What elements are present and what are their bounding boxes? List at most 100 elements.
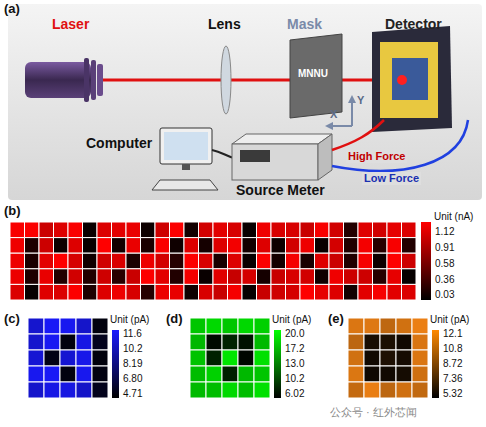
- heatmap-cell: [254, 318, 270, 334]
- heatmap-cell: [39, 238, 54, 254]
- heatmap-cell: [190, 350, 206, 366]
- tick-label: 0.03: [435, 289, 454, 301]
- heatmap-cell: [329, 238, 344, 254]
- heatmap-cell: [380, 318, 396, 334]
- heatmap-cell: [97, 238, 112, 254]
- heatmaps: [10, 222, 428, 398]
- laser-ring: [97, 64, 103, 96]
- heatmap-cell: [222, 366, 238, 382]
- heatmap-cell: [344, 253, 359, 269]
- tick-label: 7.36: [443, 373, 462, 385]
- heatmap-cell: [68, 222, 83, 238]
- heatmap-cell: [10, 238, 25, 254]
- tick-label: 0.36: [435, 274, 454, 286]
- heatmap-cell: [329, 222, 344, 238]
- heatmap-cell: [257, 269, 272, 285]
- tick-label: 1.12: [435, 226, 454, 238]
- heatmap-cell: [402, 222, 417, 238]
- heatmap-cell: [112, 253, 127, 269]
- heatmap-cell: [228, 269, 243, 285]
- heatmap-cell: [238, 366, 254, 382]
- heatmap-cell: [126, 238, 141, 254]
- colorbar: [421, 222, 431, 300]
- heatmap-cell: [68, 269, 83, 285]
- tick-label: 6.02: [285, 388, 304, 400]
- meter-top: [232, 134, 332, 144]
- heatmap-cell: [286, 253, 301, 269]
- heatmap-cell: [44, 334, 60, 350]
- heatmap-cell: [315, 269, 330, 285]
- heatmap-cell: [242, 238, 257, 254]
- heatmap-cell: [300, 284, 315, 300]
- heatmap-cell: [238, 382, 254, 398]
- heatmap-cell: [92, 382, 108, 398]
- arrow-head: [325, 122, 333, 130]
- heatmap-cell: [28, 382, 44, 398]
- heatmap-cell: [155, 238, 170, 254]
- heatmap-cell: [364, 350, 380, 366]
- heatmap-cell: [358, 269, 373, 285]
- heatmap-cell: [206, 382, 222, 398]
- laser-beam: [103, 79, 392, 82]
- heatmap-cell: [199, 222, 214, 238]
- heatmap-cell: [222, 318, 238, 334]
- heatmap-cell: [348, 350, 364, 366]
- heatmap-cell: [39, 269, 54, 285]
- panel-letter: (d): [166, 312, 183, 327]
- heatmap-cell: [83, 284, 98, 300]
- heatmap-cell: [213, 222, 228, 238]
- heatmap-cell: [271, 238, 286, 254]
- low-wire: [332, 120, 468, 171]
- heatmap-cell: [412, 350, 428, 366]
- heatmap-cell: [396, 366, 412, 382]
- heatmap-cell: [412, 334, 428, 350]
- tick-label: 6.80: [123, 373, 142, 385]
- heatmap-cell: [348, 318, 364, 334]
- heatmap-cell: [184, 253, 199, 269]
- heatmap-cell: [25, 222, 40, 238]
- tick-label: 10.2: [285, 373, 304, 385]
- heatmap-cell: [271, 284, 286, 300]
- heatmap-cell: [271, 269, 286, 285]
- tick-label: 12.1: [443, 328, 462, 340]
- heatmap-cell: [242, 269, 257, 285]
- heatmap-cell: [92, 350, 108, 366]
- lens-shape: [221, 46, 231, 114]
- panel-letter: (c): [4, 312, 20, 327]
- heatmap-cell: [402, 238, 417, 254]
- heatmap-cell: [54, 238, 69, 254]
- heatmap-cell: [44, 366, 60, 382]
- heatmap-cell: [184, 238, 199, 254]
- axis-arrow: [351, 100, 353, 126]
- heatmap-cell: [364, 334, 380, 350]
- heatmap-cell: [10, 284, 25, 300]
- heatmap-cell: [315, 284, 330, 300]
- heatmap-cell: [60, 318, 76, 334]
- wire-name: High Force: [346, 150, 407, 163]
- heatmap-cell: [44, 382, 60, 398]
- laser-body: [25, 62, 91, 98]
- heatmap-cell: [184, 222, 199, 238]
- heatmap-cell: [213, 269, 228, 285]
- panel-letter: (b): [4, 204, 21, 219]
- heatmap-cell: [387, 222, 402, 238]
- heatmap-cell: [396, 382, 412, 398]
- tick-label: 5.32: [443, 388, 462, 400]
- heatmap-cell: [222, 350, 238, 366]
- data-cable: [212, 150, 234, 158]
- heatmap-cell: [190, 318, 206, 334]
- heatmap-cell: [190, 366, 206, 382]
- heatmap-cell: [373, 222, 388, 238]
- heatmap-cell: [54, 222, 69, 238]
- heatmap-cell: [300, 269, 315, 285]
- heatmap-cell: [170, 222, 185, 238]
- heatmap-cell: [228, 253, 243, 269]
- part-name: Detector: [385, 16, 442, 32]
- heatmap-cell: [380, 366, 396, 382]
- axis-arrow: [330, 125, 352, 127]
- heatmap-cell: [254, 350, 270, 366]
- heatmap-cell: [412, 366, 428, 382]
- heatmap-cell: [83, 238, 98, 254]
